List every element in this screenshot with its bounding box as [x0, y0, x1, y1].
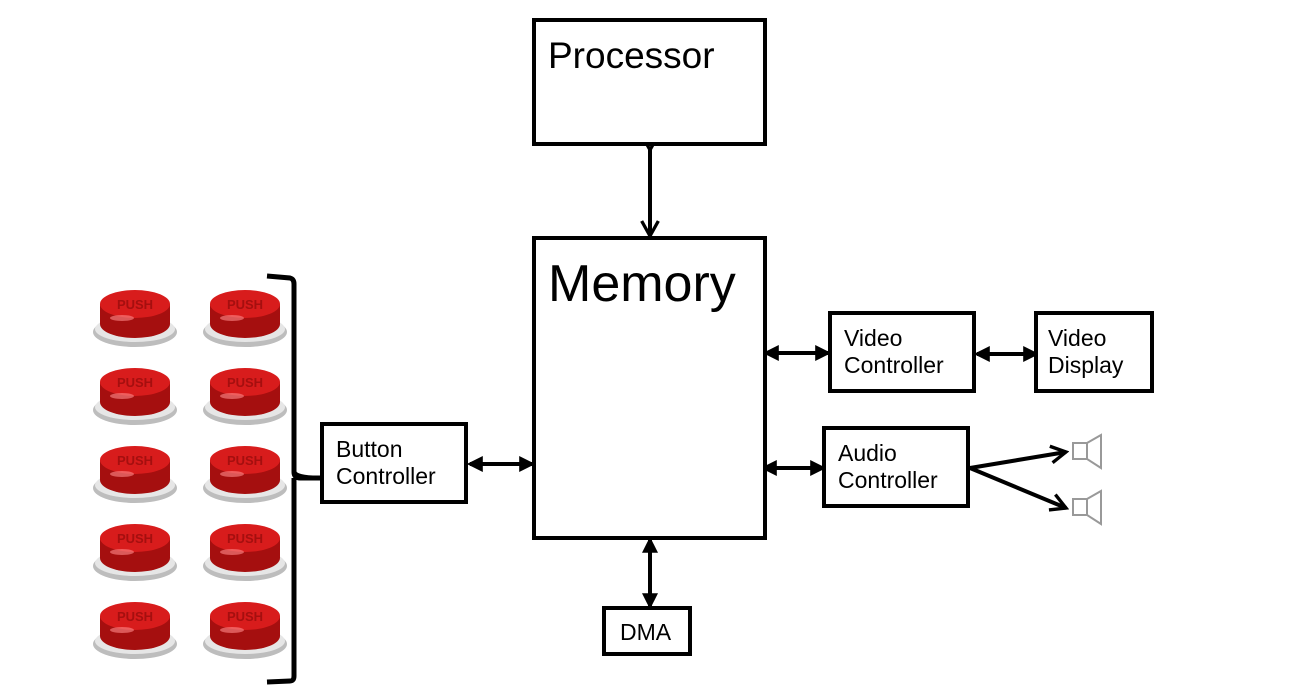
processor-box: Processor [532, 18, 767, 146]
push-button-label: PUSH [117, 609, 153, 624]
push-button-icon: PUSH [203, 602, 287, 659]
push-button-icon: PUSH [203, 290, 287, 347]
push-button-label: PUSH [117, 531, 153, 546]
video-display-label: Video Display [1048, 325, 1124, 379]
video-display-box: Video Display [1034, 311, 1154, 393]
push-button-label: PUSH [117, 297, 153, 312]
push-button-label: PUSH [227, 297, 263, 312]
push-button-label: PUSH [227, 453, 263, 468]
push-button-label: PUSH [227, 609, 263, 624]
audiocontroller-speaker1-arrow [969, 452, 1066, 470]
push-button-icon: PUSH [203, 446, 287, 503]
memory-box: Memory [532, 236, 767, 540]
speaker-icon [1072, 489, 1102, 526]
push-button-icon: PUSH [93, 602, 177, 659]
processor-label: Processor [548, 35, 715, 76]
dma-box: DMA [602, 606, 692, 656]
push-button-label: PUSH [117, 453, 153, 468]
push-button-label: PUSH [227, 531, 263, 546]
audiocontroller-speaker2-arrow [969, 466, 1066, 508]
audio-controller-label: Audio Controller [838, 440, 938, 494]
video-controller-box: Video Controller [828, 311, 976, 393]
audio-controller-box: Audio Controller [822, 426, 970, 508]
push-button-icon: PUSH [93, 368, 177, 425]
push-button-icon: PUSH [93, 290, 177, 347]
push-button-icon: PUSH [203, 368, 287, 425]
button-controller-box: Button Controller [320, 422, 468, 504]
push-button-label: PUSH [117, 375, 153, 390]
push-button-icon: PUSH [93, 446, 177, 503]
video-controller-label: Video Controller [844, 325, 944, 379]
button-controller-label: Button Controller [336, 436, 436, 490]
push-button-label: PUSH [227, 375, 263, 390]
push-button-icon: PUSH [93, 524, 177, 581]
push-button-icon: PUSH [203, 524, 287, 581]
dma-label: DMA [620, 619, 672, 645]
speaker-icon [1072, 433, 1102, 470]
memory-label: Memory [548, 255, 736, 313]
